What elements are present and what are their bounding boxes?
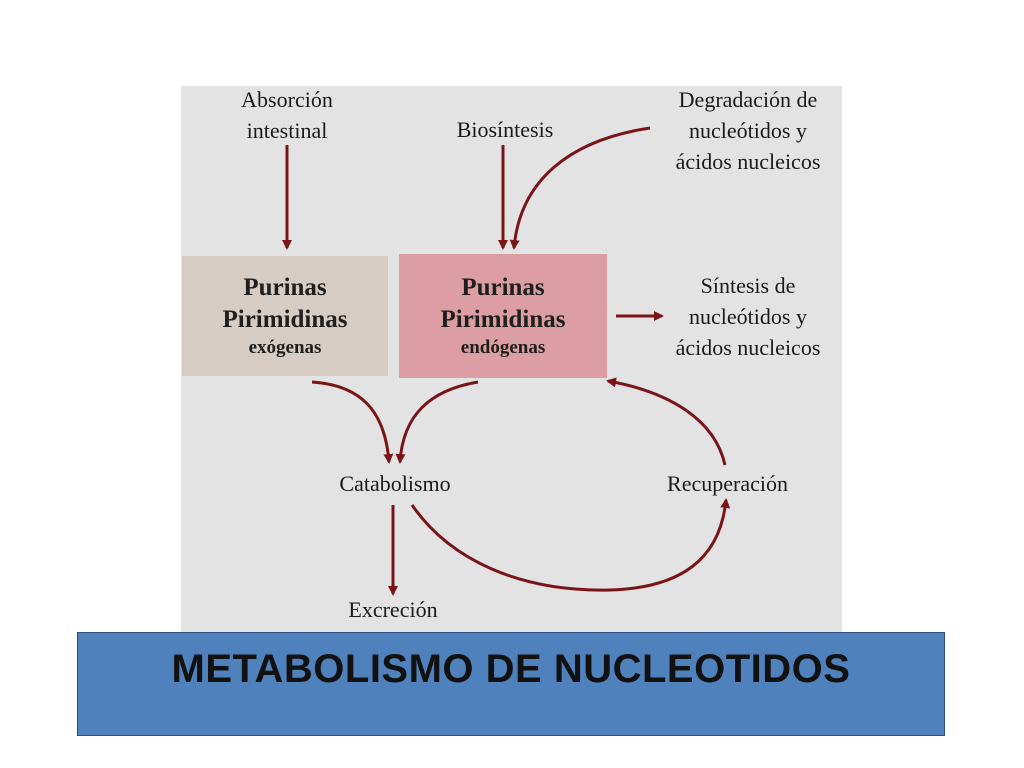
arrow-degradacion-to-endogenas — [509, 126, 651, 250]
node-catabolismo: Catabolismo — [339, 471, 451, 496]
box-exogenas-line1: Purinas — [243, 274, 327, 301]
box-endogenas-line1: Purinas — [461, 274, 545, 301]
arrow-endogenas-to-catabolismo — [395, 380, 479, 464]
node-excrecion: Excreción — [348, 597, 438, 622]
box-exogenas-line3: exógenas — [248, 337, 322, 358]
arrow-catabolismo-to-recuperacion — [410, 498, 731, 592]
box-exogenas-line2: Pirimidinas — [222, 306, 348, 333]
box-endogenas-line2: Pirimidinas — [440, 306, 566, 333]
node-recuperacion: Recuperación — [667, 471, 788, 496]
box-endogenas-line3: endógenas — [460, 337, 546, 358]
box-purinas-pirimidinas-exogenas: Purinas Pirimidinas exógenas — [182, 256, 388, 376]
node-absorcion-intestinal: Absorción intestinal — [241, 87, 333, 143]
node-degradacion: Degradación de nucleótidos y ácidos nucl… — [675, 87, 821, 174]
arrow-recuperacion-to-endogenas — [606, 377, 727, 466]
node-sintesis: Síntesis de nucleótidos y ácidos nucleic… — [675, 273, 821, 360]
title-bar: METABOLISMO DE NUCLEOTIDOS — [77, 632, 945, 736]
box-purinas-pirimidinas-endogenas: Purinas Pirimidinas endógenas — [399, 254, 607, 378]
page-title: METABOLISMO DE NUCLEOTIDOS — [171, 647, 851, 691]
arrow-exogenas-to-catabolismo — [311, 380, 394, 464]
node-biosintesis: Biosíntesis — [456, 117, 554, 142]
